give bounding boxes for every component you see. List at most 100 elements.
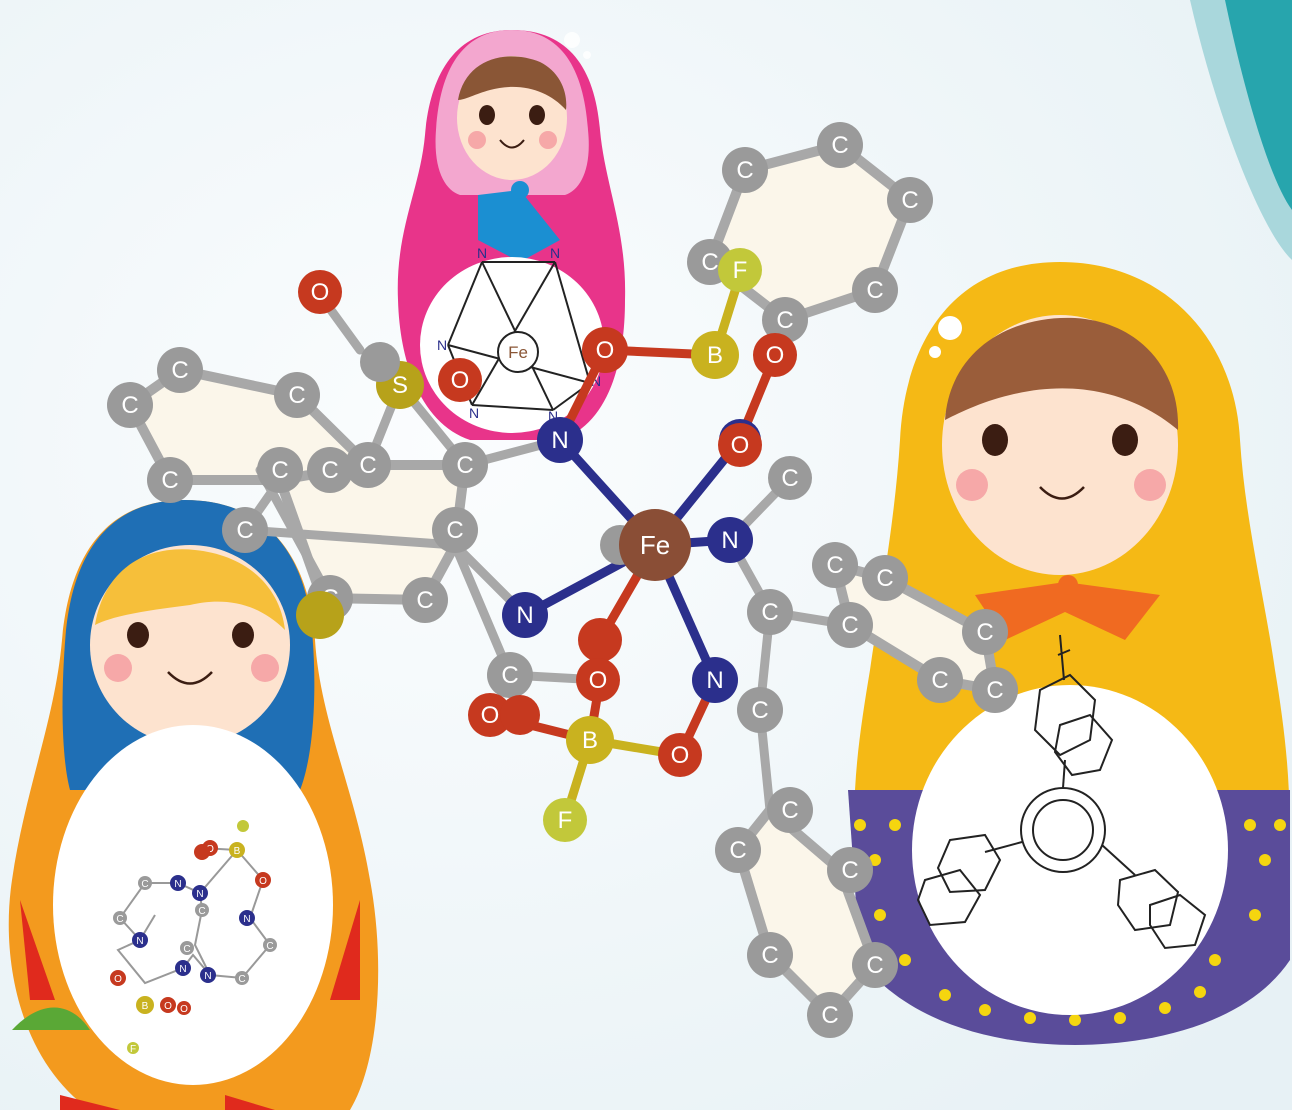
atom-c bbox=[747, 932, 793, 978]
svg-text:O: O bbox=[259, 876, 267, 887]
svg-text:C: C bbox=[751, 697, 768, 724]
atom-o bbox=[500, 695, 540, 735]
pink-doll-n-label: N bbox=[591, 373, 601, 389]
svg-text:O: O bbox=[180, 1004, 188, 1015]
svg-text:C: C bbox=[161, 467, 178, 494]
svg-text:C: C bbox=[456, 452, 473, 479]
atom-b bbox=[566, 716, 614, 764]
atom-o bbox=[438, 358, 482, 402]
atom-c bbox=[402, 577, 448, 623]
atom-c bbox=[852, 267, 898, 313]
svg-text:N: N bbox=[243, 914, 250, 925]
atom-c bbox=[147, 457, 193, 503]
svg-text:O: O bbox=[114, 974, 122, 985]
svg-text:F: F bbox=[130, 1044, 136, 1055]
atom-o bbox=[718, 423, 762, 467]
pink-doll-fe-circle bbox=[497, 331, 539, 373]
svg-text:C: C bbox=[121, 392, 138, 419]
svg-text:C: C bbox=[171, 357, 188, 384]
atom-o bbox=[582, 327, 628, 373]
atom-c bbox=[962, 609, 1008, 655]
atom-n bbox=[502, 592, 548, 638]
atom-c bbox=[762, 297, 808, 343]
svg-text:C: C bbox=[841, 857, 858, 884]
atom-c bbox=[747, 589, 793, 635]
atom-c bbox=[917, 657, 963, 703]
svg-text:N: N bbox=[721, 527, 738, 554]
svg-text:C: C bbox=[761, 599, 778, 626]
svg-text:C: C bbox=[901, 187, 918, 214]
svg-text:C: C bbox=[266, 941, 273, 952]
atom-c bbox=[345, 442, 391, 488]
atom-f bbox=[543, 798, 587, 842]
svg-text:C: C bbox=[781, 465, 798, 492]
svg-text:N: N bbox=[136, 936, 143, 947]
svg-text:N: N bbox=[551, 427, 568, 454]
pink-doll-n-label: N bbox=[548, 408, 558, 424]
svg-text:C: C bbox=[826, 552, 843, 579]
pink-doll-n-label: N bbox=[477, 245, 487, 261]
atom-b bbox=[691, 331, 739, 379]
atom-c bbox=[852, 942, 898, 988]
atoms: C C C C C C F C C C C C C C C C C C C S … bbox=[107, 122, 1018, 1038]
svg-text:O: O bbox=[671, 742, 690, 769]
atom-c bbox=[737, 687, 783, 733]
atom-f bbox=[718, 248, 762, 292]
svg-text:C: C bbox=[986, 677, 1003, 704]
atom-c bbox=[360, 342, 400, 382]
svg-text:O: O bbox=[451, 367, 470, 394]
svg-text:O: O bbox=[766, 342, 785, 369]
svg-text:N: N bbox=[706, 667, 723, 694]
pink-doll-n-label: N bbox=[550, 245, 560, 261]
svg-text:C: C bbox=[841, 612, 858, 639]
atom-c bbox=[887, 177, 933, 223]
atom-c bbox=[487, 652, 533, 698]
atom-c bbox=[807, 992, 853, 1038]
svg-text:O: O bbox=[596, 337, 615, 364]
atom-s bbox=[296, 591, 344, 639]
svg-text:O: O bbox=[206, 844, 214, 855]
pink-doll-n-label: N bbox=[469, 405, 479, 421]
svg-text:C: C bbox=[416, 587, 433, 614]
atom-o bbox=[298, 270, 342, 314]
svg-text:C: C bbox=[866, 952, 883, 979]
atom-o bbox=[578, 618, 622, 662]
svg-text:B: B bbox=[582, 727, 598, 754]
fe-complex-molecule: C C C C C C F C C C C C C C C C C C C S … bbox=[107, 122, 1018, 1038]
atom-fe bbox=[619, 509, 691, 581]
svg-text:B: B bbox=[234, 846, 241, 857]
svg-text:C: C bbox=[821, 1002, 838, 1029]
svg-text:O: O bbox=[731, 432, 750, 459]
svg-text:C: C bbox=[288, 382, 305, 409]
atom-o bbox=[576, 658, 620, 702]
atom-c bbox=[812, 542, 858, 588]
svg-text:O: O bbox=[164, 1001, 172, 1012]
atom-c bbox=[972, 667, 1018, 713]
pink-doll-fe-label: Fe bbox=[508, 343, 528, 362]
yellow-doll-line-structure bbox=[916, 634, 1207, 950]
yellow-matryoshka-doll bbox=[848, 262, 1290, 1045]
atom-c bbox=[432, 507, 478, 553]
atom-c bbox=[274, 372, 320, 418]
atom-c bbox=[222, 507, 268, 553]
svg-text:C: C bbox=[701, 249, 718, 276]
atom-n bbox=[537, 417, 583, 463]
svg-text:C: C bbox=[866, 277, 883, 304]
atom-c bbox=[257, 447, 303, 493]
blue-matryoshka-doll bbox=[8, 500, 379, 1110]
atom-c bbox=[827, 847, 873, 893]
atom-c bbox=[715, 827, 761, 873]
svg-text:C: C bbox=[141, 879, 148, 890]
blue-doll-mini-molecule: B O O C N N C C N N C C N N O C B O O F bbox=[110, 820, 277, 1055]
atom-n bbox=[692, 657, 738, 703]
svg-text:O: O bbox=[481, 702, 500, 729]
atom-o bbox=[753, 333, 797, 377]
svg-text:C: C bbox=[831, 132, 848, 159]
atom-c bbox=[817, 122, 863, 168]
svg-text:C: C bbox=[776, 307, 793, 334]
atom-n bbox=[707, 517, 753, 563]
svg-text:C: C bbox=[183, 944, 190, 955]
atom-c bbox=[157, 347, 203, 393]
svg-text:N: N bbox=[179, 964, 186, 975]
